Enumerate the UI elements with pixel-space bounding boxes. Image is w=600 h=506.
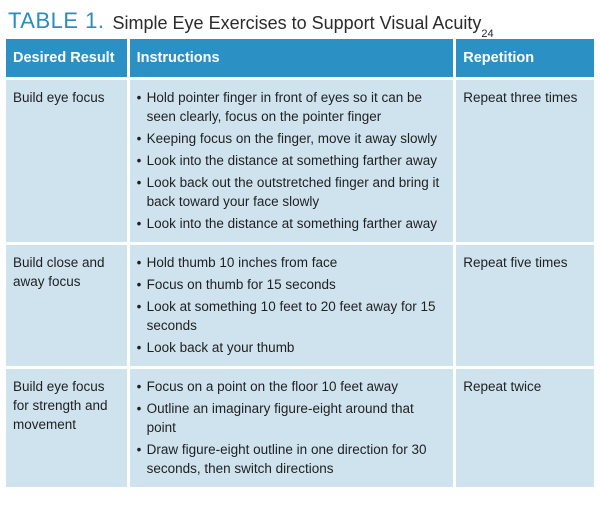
repetition-cell: Repeat twice: [456, 369, 594, 487]
instruction-item: Focus on thumb for 15 seconds: [137, 275, 447, 294]
instructions-cell: Focus on a point on the floor 10 feet aw…: [129, 369, 454, 487]
instructions-cell: Hold pointer finger in front of eyes so …: [129, 80, 454, 242]
table-row: Build close and away focus Hold thumb 10…: [6, 245, 594, 366]
repetition-cell: Repeat three times: [456, 80, 594, 242]
desired-result-cell: Build eye focus for strength and movemen…: [6, 369, 127, 487]
instruction-item: Look back out the outstretched finger an…: [137, 173, 447, 211]
header-desired-result: Desired Result: [6, 39, 127, 77]
header-instructions: Instructions: [129, 39, 454, 77]
instruction-item: Look into the distance at something fart…: [137, 151, 447, 170]
instruction-item: Focus on a point on the floor 10 feet aw…: [137, 377, 447, 396]
instruction-item: Hold pointer finger in front of eyes so …: [137, 88, 447, 126]
instruction-item: Outline an imaginary figure-eight around…: [137, 399, 447, 437]
instruction-item: Keeping focus on the finger, move it awa…: [137, 129, 447, 148]
table-number: TABLE 1.: [8, 8, 105, 33]
instruction-item: Draw figure-eight outline in one directi…: [137, 440, 447, 478]
table-title: Simple Eye Exercises to Support Visual A…: [112, 13, 482, 33]
header-repetition: Repetition: [456, 39, 594, 77]
table-caption: TABLE 1. Simple Eye Exercises to Support…: [8, 8, 494, 40]
instruction-item: Look at something 10 feet to 20 feet awa…: [137, 297, 447, 335]
instruction-item: Hold thumb 10 inches from face: [137, 253, 447, 272]
instruction-list: Focus on a point on the floor 10 feet aw…: [137, 377, 447, 478]
instructions-cell: Hold thumb 10 inches from face Focus on …: [129, 245, 454, 366]
table-row: Build eye focus Hold pointer finger in f…: [6, 80, 594, 242]
instruction-item: Look back at your thumb: [137, 338, 447, 357]
table-header-row: Desired Result Instructions Repetition: [6, 39, 594, 77]
instruction-list: Hold pointer finger in front of eyes so …: [137, 88, 447, 233]
instruction-item: Look into the distance at something fart…: [137, 214, 447, 233]
eye-exercises-table: Desired Result Instructions Repetition B…: [3, 36, 597, 490]
table-row: Build eye focus for strength and movemen…: [6, 369, 594, 487]
desired-result-cell: Build eye focus: [6, 80, 127, 242]
repetition-cell: Repeat five times: [456, 245, 594, 366]
instruction-list: Hold thumb 10 inches from face Focus on …: [137, 253, 447, 357]
desired-result-cell: Build close and away focus: [6, 245, 127, 366]
